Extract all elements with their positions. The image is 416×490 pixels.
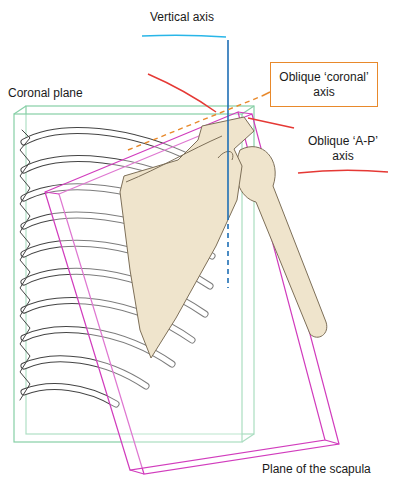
- text-stack: Oblique ‘coronal’ axis: [278, 70, 370, 100]
- vertical-axis-dashed: [227, 215, 229, 288]
- plane-edge: [325, 440, 339, 444]
- plane-label: Coronal plane: [8, 86, 83, 101]
- oblique-coronal-axis: [128, 96, 262, 150]
- plane-label: Plane of the scapula: [262, 462, 371, 477]
- plane-edge: [14, 106, 26, 114]
- leader-line: [262, 92, 270, 96]
- annotation-stroke: [148, 74, 216, 112]
- humerus: [236, 147, 327, 338]
- annotation-underline: [298, 170, 388, 173]
- rib: [24, 387, 116, 404]
- spine-outline: [20, 130, 30, 400]
- plane-edge: [45, 192, 59, 194]
- axis-label: Vertical axis: [150, 10, 214, 25]
- vertical-axis-line: [227, 40, 229, 215]
- callout-box: Oblique ‘coronal’ axis: [270, 62, 378, 107]
- coracoid: [218, 151, 233, 160]
- scapular-plane: [45, 112, 339, 474]
- annotation-underline: [142, 35, 226, 37]
- plane-edge: [238, 112, 252, 114]
- rib: [24, 387, 116, 404]
- callout-text: Oblique ‘coronal’ axis: [278, 70, 370, 100]
- plane-edge: [130, 470, 144, 474]
- scapular-plane-front: [45, 112, 325, 470]
- scapular-spine: [126, 136, 222, 182]
- axis-label: Oblique ‘A-P’ axis: [298, 134, 388, 164]
- scapula: [120, 117, 254, 358]
- oblique-ap-axis: [248, 118, 294, 128]
